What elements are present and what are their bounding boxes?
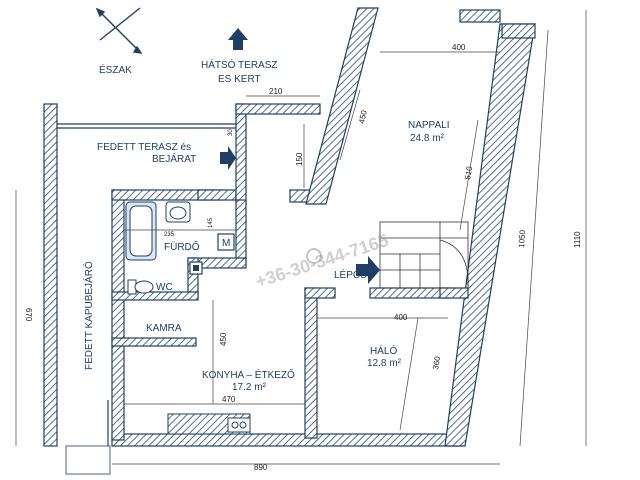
dim-1110: 1110 — [573, 231, 582, 248]
wall-wc-bottom — [111, 291, 199, 301]
stairs-label: LÉPCSŐ — [334, 267, 375, 281]
wall-left-boundary — [43, 103, 58, 447]
wall-right-corner — [501, 23, 536, 39]
wall-bedroom-top — [304, 287, 336, 299]
walls — [43, 7, 536, 447]
living-room-area: 24.8 m² — [410, 133, 445, 144]
covered-terrace-label-1: FEDETT TERASZ és — [97, 142, 191, 153]
wall-pantry-bottom — [111, 337, 197, 347]
dim-450-living: 450 — [357, 109, 369, 124]
boiler-m: M — [217, 233, 235, 251]
dimension-lines — [15, 10, 587, 465]
bedroom-area: 12.8 m² — [367, 358, 402, 369]
gateway-label: FEDETT KAPUBEJÁRÓ — [82, 261, 95, 370]
dim-470: 470 — [222, 395, 236, 404]
wall-kitchen-right — [304, 287, 318, 439]
entrance-arrow-icon — [220, 146, 236, 170]
dim-210: 210 — [269, 87, 283, 96]
dim-1050: 1050 — [517, 229, 527, 248]
dim-235: 235 — [164, 232, 175, 238]
wall-corridor-top — [235, 103, 321, 115]
dim-670: 670 — [24, 308, 33, 322]
dim-450-kitchen: 450 — [219, 332, 228, 346]
wall-living-left — [305, 7, 379, 205]
dim-400-top: 400 — [452, 43, 466, 52]
dim-150: 150 — [295, 152, 304, 166]
dim-890: 890 — [254, 463, 268, 472]
wall-corridor-left — [235, 103, 247, 205]
dim-360: 360 — [431, 355, 442, 370]
covered-terrace-label-2: BEJÁRAT — [152, 152, 196, 165]
compass-icon — [95, 7, 143, 54]
wall-bottom — [111, 433, 461, 447]
pantry-label: KAMRA — [146, 323, 182, 334]
staircase — [379, 221, 469, 289]
wall-bedroom-top-2 — [369, 287, 451, 299]
kitchen-area: 17.2 m² — [232, 382, 267, 393]
compass-label: ÉSZAK — [99, 63, 132, 76]
toilet — [127, 279, 154, 295]
wall-bath-right — [235, 199, 247, 263]
kitchen-name: KONYHA – ÉTKEZŐ — [202, 367, 295, 381]
dim-400-bed: 400 — [394, 313, 408, 322]
stairs-arrow-icon — [356, 256, 380, 284]
wall-bath-top-2 — [197, 189, 237, 201]
bathroom-label: FÜRDŐ — [164, 239, 200, 253]
wall-living-top-right — [459, 9, 501, 23]
boiler-label: M — [222, 238, 230, 249]
sink — [165, 201, 191, 223]
dim-30: 30 — [228, 129, 234, 136]
dim-510: 510 — [463, 165, 474, 180]
wall-stair-bottom — [439, 287, 469, 299]
terrace-lines — [57, 123, 236, 475]
wc-label: WC — [156, 282, 173, 293]
wall-kitchen-left — [111, 189, 125, 441]
chimney — [189, 261, 203, 275]
kitchen-counter — [167, 413, 251, 435]
back-terrace-label-1: HÁTSÓ TERASZ — [201, 58, 278, 71]
bedroom-name: HÁLÓ — [370, 344, 397, 357]
back-terrace-label-2: ES KERT — [218, 74, 261, 85]
bathtub — [125, 201, 157, 261]
living-room-name: NAPPALI — [408, 120, 450, 131]
dim-145: 145 — [208, 217, 214, 228]
back-terrace-arrow-icon — [228, 28, 248, 50]
